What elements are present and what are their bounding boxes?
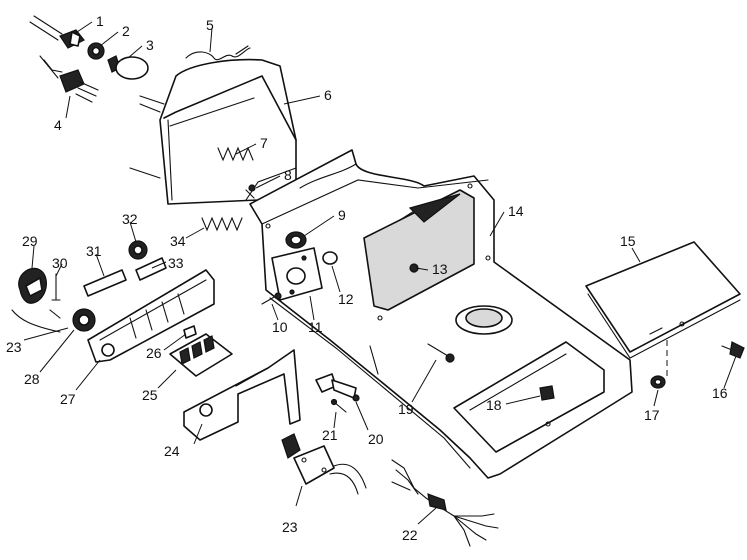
part-20-connector (315, 373, 360, 402)
part-6-headlight-housing (129, 45, 297, 205)
part-1-connector-plug (29, 15, 85, 49)
part-9-switch-grommet (285, 231, 307, 249)
callout-23-lower: 23 (282, 519, 298, 535)
callout-18: 18 (486, 397, 502, 413)
callout-4: 4 (54, 117, 62, 133)
part-15-cover-panel (585, 241, 741, 359)
callout-16: 16 (712, 385, 728, 401)
callout-31: 31 (86, 243, 102, 259)
part-25-switch-block (169, 333, 233, 377)
callout-1: 1 (96, 13, 104, 29)
callout-28: 28 (24, 371, 40, 387)
part-5-spring-clip (185, 47, 251, 61)
part-4-harness-plug (39, 55, 99, 103)
part-10-screw (261, 292, 282, 305)
part-21-screw (330, 398, 347, 413)
part-22-wire-harness (391, 459, 499, 547)
part-24-bracket (183, 349, 301, 441)
callout-27: 27 (60, 391, 76, 407)
part-27-mounting-bracket (87, 269, 215, 363)
callout-24: 24 (164, 443, 180, 459)
callout-17: 17 (644, 407, 660, 423)
part-26-pin (183, 325, 197, 339)
callout-20: 20 (368, 431, 384, 447)
callout-25: 25 (142, 387, 158, 403)
callout-23-left: 23 (6, 339, 22, 355)
callout-33: 33 (168, 255, 184, 271)
part-31-label-plate (83, 269, 127, 297)
callout-14: 14 (508, 203, 524, 219)
callout-13: 13 (432, 261, 448, 277)
part-18-switch (539, 385, 555, 427)
part-33-indicator-strip (135, 257, 167, 281)
callout-29: 29 (22, 233, 38, 249)
callout-7: 7 (260, 135, 268, 151)
callout-11: 11 (308, 319, 323, 335)
part-2-lamp-socket (87, 42, 105, 60)
leader-lines (23, 21, 737, 525)
callout-3: 3 (146, 37, 154, 53)
part-16-push-rivet (721, 341, 745, 359)
callout-5: 5 (206, 17, 214, 33)
callout-21: 21 (322, 427, 338, 443)
part-32-knob (128, 240, 148, 260)
part-29-rotary-knob (18, 267, 47, 304)
part-34-adjuster-spring (201, 216, 243, 232)
part-11-mounting-plate (271, 247, 323, 301)
callout-19: 19 (398, 401, 414, 417)
callout-30: 30 (52, 255, 68, 271)
part-23-ignition-switch (281, 433, 367, 495)
callout-22: 22 (402, 527, 418, 543)
part-3-headlight-bulb (107, 55, 149, 80)
callout-8: 8 (284, 167, 292, 183)
callout-32: 32 (122, 211, 138, 227)
part-19-screw (427, 343, 455, 363)
callout-9: 9 (338, 207, 346, 223)
wire-23-left (11, 309, 61, 333)
part-17-grommet (650, 375, 666, 389)
callout-34: 34 (170, 233, 186, 249)
callout-numbers: 1 2 3 4 5 6 7 8 9 10 11 12 13 14 15 16 1… (6, 13, 728, 543)
part-14-hood-console (249, 149, 633, 479)
callout-26: 26 (146, 345, 162, 361)
part-12-small-grommet (322, 251, 338, 265)
part-8-screw (245, 184, 256, 199)
callout-15: 15 (620, 233, 636, 249)
part-28-switch-base (72, 308, 96, 332)
callout-2: 2 (122, 23, 130, 39)
callout-10: 10 (272, 319, 288, 335)
callout-6: 6 (324, 87, 332, 103)
part-30-spring-pin (49, 273, 61, 319)
part-7-adjuster-spring (217, 146, 254, 162)
callout-12: 12 (338, 291, 354, 307)
